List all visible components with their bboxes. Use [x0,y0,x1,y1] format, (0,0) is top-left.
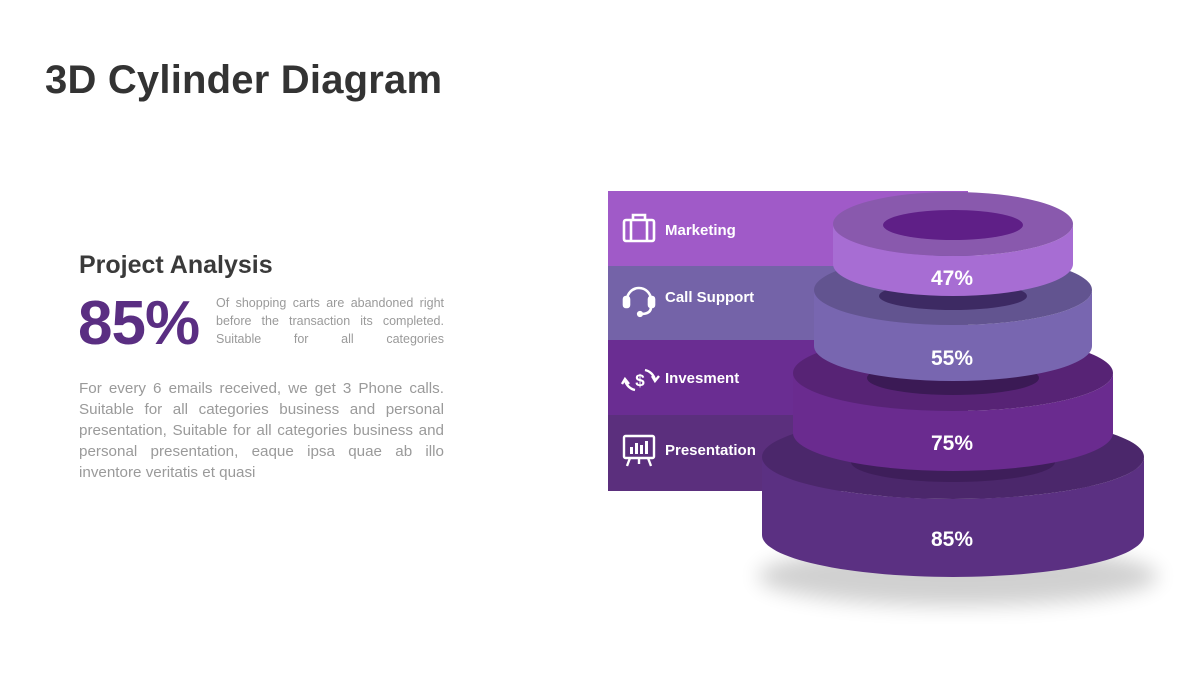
ring-47: 47% [833,192,1073,296]
presentation-board-icon [622,434,656,467]
long-description: For every 6 emails received, we get 3 Ph… [79,380,444,481]
dollar-exchange-icon: $ [620,368,660,392]
ring-55-side [814,290,1092,381]
svg-text:$: $ [635,371,645,390]
band-label-marketing: Marketing [665,222,736,239]
ring-85-label: 85% [931,528,973,551]
band-label-presentation: Presentation [665,442,756,459]
ring-55-label: 55% [931,347,973,370]
short-description: Of shopping carts are abandoned right be… [216,296,444,346]
ring-47-hole [883,210,1023,240]
briefcase-icon [622,213,656,243]
headset-icon [622,286,656,318]
ring-75-side [793,373,1113,471]
big-percentage: 85% [78,289,200,358]
ring-85-side [762,457,1144,577]
ring-75-label: 75% [931,432,973,455]
page-title: 3D Cylinder Diagram [45,58,443,102]
ring-47-label: 47% [931,267,973,290]
section-heading: Project Analysis [79,251,273,279]
ring-47-side [833,224,1073,296]
band-label-call-support: Call Support [665,289,754,306]
band-label-invesment: Invesment [665,370,739,387]
